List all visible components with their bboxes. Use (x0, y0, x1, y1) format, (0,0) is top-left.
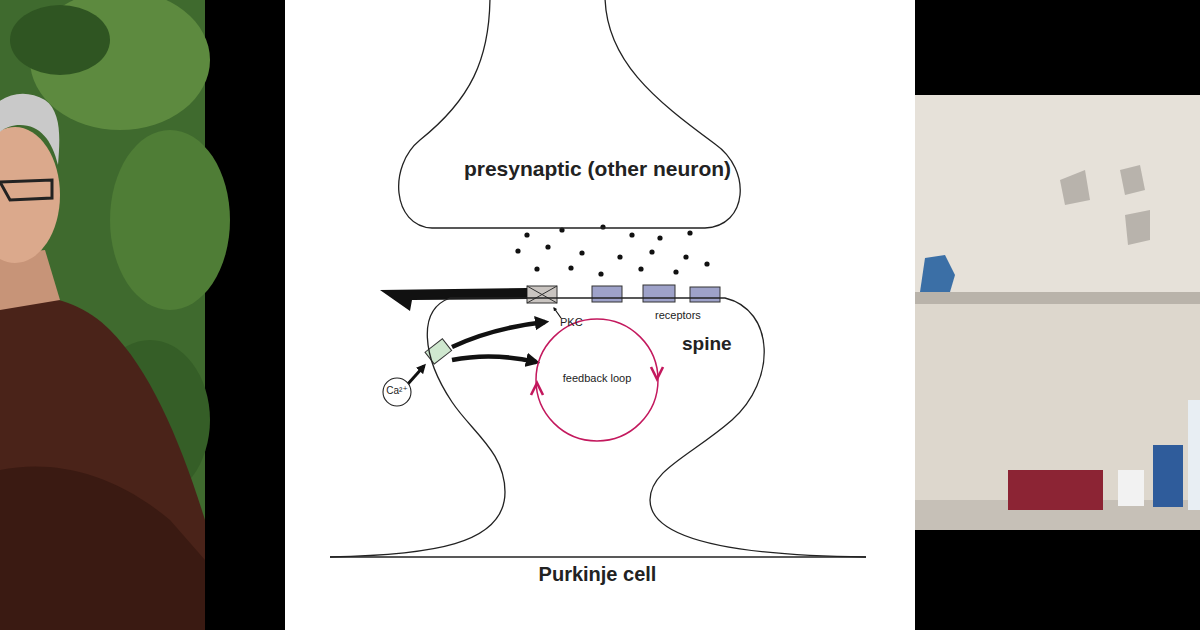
neurotransmitter-dot (673, 269, 678, 274)
crossed-arms (0, 467, 205, 630)
neurotransmitter-dot (683, 254, 688, 259)
dendritic-spine-outline-path (330, 298, 866, 557)
cell-membrane (330, 556, 866, 557)
shelf (915, 292, 1200, 304)
neurotransmitter-dot (617, 254, 622, 259)
neurotransmitter-dot (687, 230, 692, 235)
ion-circle (383, 378, 411, 406)
stapler (920, 255, 955, 292)
neurotransmitter-dot (649, 249, 654, 254)
foliage (110, 130, 230, 310)
feedback-loop: feedback loop (535, 318, 659, 442)
dendritic-spine-outline-group (330, 298, 866, 557)
neurotransmitter-dot (598, 271, 603, 276)
pkc-target-channel (527, 286, 557, 303)
lab-photo (915, 95, 1200, 530)
presynaptic-terminal: presynaptic (other neuron) (420, 0, 775, 232)
presynaptic-terminal-outline-path (399, 0, 741, 228)
neurotransmitter-dot (524, 232, 529, 237)
neurotransmitter-dot (534, 266, 539, 271)
neurotransmitter-dot (568, 265, 573, 270)
channel-cross (527, 286, 557, 303)
feedback-loop-circle (536, 319, 658, 441)
calcium-arrow (407, 366, 424, 385)
bottle (1153, 445, 1183, 507)
jar (1118, 470, 1144, 506)
neurotransmitter-dot (600, 224, 605, 229)
enzyme-label: PKC (560, 316, 600, 329)
lab-wall (915, 95, 1200, 295)
internalization-arrow (380, 288, 527, 311)
dendritic-spine-text: spine (682, 333, 772, 355)
neurotransmitter-dot (579, 250, 584, 255)
glasses (0, 180, 52, 200)
box (1008, 470, 1103, 510)
wall-drawings (1060, 165, 1150, 245)
presynaptic-terminal-outline-group (399, 0, 741, 228)
face (0, 127, 60, 263)
receptor (643, 285, 675, 302)
pkc-arrow (554, 308, 561, 318)
neurotransmitters (515, 224, 709, 276)
bottle (1188, 400, 1200, 510)
neurotransmitter-dot (657, 235, 662, 240)
neurotransmitter-dot (629, 232, 634, 237)
activation-arrow (452, 356, 536, 362)
diagram-panel (285, 0, 915, 630)
receptor (592, 286, 622, 302)
feedback-loop-text: feedback loop (535, 372, 659, 385)
calcium-ion-text: Ca²⁺ (382, 385, 412, 397)
dendritic-spine: spine feedback loop (330, 295, 865, 560)
activation-arrow (452, 322, 545, 347)
neurotransmitter-dot (638, 266, 643, 271)
presynaptic-terminal-outline (420, 0, 775, 232)
neurotransmitter-dot (545, 244, 550, 249)
neurotransmitter-dot (515, 248, 520, 253)
receptor (690, 287, 720, 302)
cell-label: Purkinje cell (470, 563, 725, 586)
foliage (10, 5, 110, 75)
shirt (0, 296, 205, 630)
calcium-ion: Ca²⁺ (382, 377, 412, 407)
neurotransmitter-dot (704, 261, 709, 266)
presynaptic-terminal-text: presynaptic (other neuron) (420, 157, 775, 181)
dendritic-spine-outline (330, 295, 865, 560)
receptor-label: receptors (655, 309, 730, 322)
hair (0, 94, 59, 170)
